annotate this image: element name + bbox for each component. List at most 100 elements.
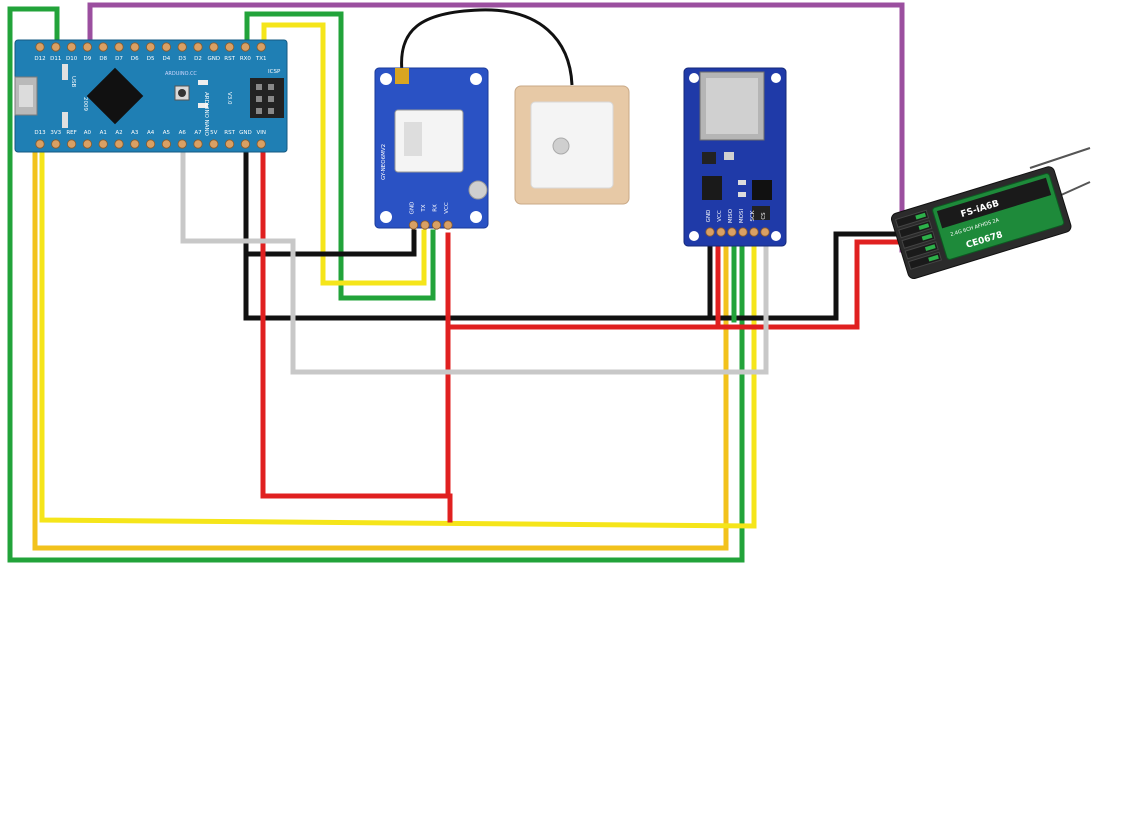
nano-top-pin-label: D10: [66, 56, 78, 62]
nano-usb-label: USB: [70, 76, 76, 88]
yellow-wire-sd: [39, 142, 757, 529]
sd-pin-label: CS: [761, 212, 767, 220]
nano-bottom-pin-label: 3V3: [50, 130, 61, 136]
nano-top-pin-label: D6: [131, 56, 139, 62]
purple-wire: [87, 2, 905, 253]
sd-pin-pad: [760, 227, 770, 237]
gps-pin-pad: [443, 220, 453, 230]
sd-pin-label: GND: [706, 210, 712, 223]
red-wire-vin: [260, 142, 453, 523]
nano-top-pin-label: D2: [194, 56, 202, 62]
nano-top-pin-pad: [35, 42, 45, 52]
black-wire-gnd: [243, 142, 903, 321]
nano-bottom-pin-label: REF: [66, 130, 76, 136]
gps-antenna: [514, 85, 630, 205]
nano-bottom-pin-label: A2: [115, 130, 122, 136]
nano-bottom-pin-label: VIN: [256, 130, 266, 136]
wires: [7, 2, 905, 563]
red-wire-bus: [445, 239, 903, 330]
arduino-nano: USB ARDUINO NANO V3.0 2009 ARDUINO.CC IC…: [14, 39, 288, 153]
gps-pin-label: RX: [433, 204, 439, 212]
nano-bottom-pin-label: A1: [100, 130, 107, 136]
nano-bottom-pin-label: D13: [34, 130, 46, 136]
gps-pin-label: GND: [410, 202, 416, 215]
nano-top-pin-pad: [209, 42, 219, 52]
usb-port-inner: [19, 85, 33, 107]
nano-bottom-pin-label: A6: [179, 130, 187, 136]
black-wire-gps-gnd: [243, 229, 417, 257]
gps-model-label: GY-NEO6MV2: [381, 144, 387, 180]
nano-bottom-pin-label: A5: [163, 130, 171, 136]
nano-top-pin-label: GND: [207, 56, 220, 62]
nano-top-pin-label: D4: [163, 56, 171, 62]
sd-pin-pad: [705, 227, 715, 237]
nano-bottom-pin-label: A7: [194, 130, 202, 136]
nano-top-pin-label: D8: [99, 56, 107, 62]
nano-bottom-pin-pad: [114, 139, 124, 149]
nano-top-pin-label: D9: [84, 56, 92, 62]
sd-pin-pad: [716, 227, 726, 237]
nano-bottom-pin-pad: [193, 139, 203, 149]
nano-top-pin-pad: [67, 42, 77, 52]
nano-bottom-pin-pad: [256, 139, 266, 149]
nano-top-pin-label: D12: [34, 56, 45, 62]
nano-bottom-pin-pad: [67, 139, 77, 149]
gps-pin-label: TX: [421, 204, 427, 212]
nano-top-pin-label: D5: [147, 56, 155, 62]
nano-top-pin-pad: [161, 42, 171, 52]
nano-top-pin-label: RST: [224, 56, 235, 62]
nano-bottom-pin-pad: [209, 139, 219, 149]
nano-top-pin-pad: [177, 42, 187, 52]
nano-top-pin-pad: [98, 42, 108, 52]
nano-bottom-pin-pad: [51, 139, 61, 149]
green-wire-gps-tx: [244, 11, 436, 301]
nano-bottom-pin-pad: [98, 139, 108, 149]
sd-pin-pad: [749, 227, 759, 237]
nano-top-pin-pad: [240, 42, 250, 52]
green-wire-sd: [7, 6, 745, 563]
nano-bottom-pin-label: 5V: [210, 130, 217, 136]
nano-bottom-pin-pad: [225, 139, 235, 149]
nano-bottom-pin-label: A3: [131, 130, 139, 136]
nano-model-label: ARDUINO NANO: [203, 92, 209, 137]
nano-top-pin-pad: [51, 42, 61, 52]
sd-pin-row: GND VCC MISO MOSI SCK CS: [705, 208, 770, 237]
nano-bottom-pin-pad: [161, 139, 171, 149]
rc-receiver: FS-iA6B 2.4G 6CH AFHDS 2A CE0678: [890, 147, 1091, 280]
nano-top-pin-label: TX1: [255, 56, 267, 62]
nano-bottom-pin-pad: [240, 139, 250, 149]
gps-pin-pad: [420, 220, 430, 230]
nano-top-pin-label: D3: [178, 56, 186, 62]
nano-top-pin-pad: [82, 42, 93, 52]
nano-top-pin-pad: [256, 42, 266, 52]
nano-bottom-pin-pad: [177, 139, 187, 149]
gps-battery: [468, 180, 488, 200]
sd-pin-label: VCC: [717, 210, 723, 222]
gps-pin-pad: [431, 220, 442, 230]
nano-bottom-pin-label: A0: [84, 130, 92, 136]
gold-wire-sd: [32, 142, 729, 551]
sd-card-module: GND VCC MISO MOSI SCK CS: [683, 67, 787, 247]
gray-wire-a6: [180, 142, 769, 375]
nano-top-pin-label: RX0: [240, 56, 252, 62]
sd-pin-label: MISO: [728, 208, 734, 223]
atmega-chip: [86, 67, 144, 125]
nano-top-pin-pad: [225, 42, 235, 52]
icsp-header: [250, 78, 284, 118]
nano-top-pin-label: D11: [50, 56, 61, 62]
receiver-antenna-1: [1029, 147, 1091, 169]
nano-top-pin-pad: [146, 42, 156, 52]
nano-top-pin-pad: [130, 42, 140, 52]
nano-top-pin-pad: [193, 42, 203, 52]
sd-pin-label: MOSI: [739, 209, 745, 224]
gps-antenna-cable: [400, 8, 574, 86]
nano-bottom-pin-pad: [146, 139, 156, 149]
sd-pin-label: SCK: [750, 210, 756, 221]
nano-bottom-pin-pad: [82, 139, 93, 149]
nano-bottom-pin-label: A4: [147, 130, 155, 136]
